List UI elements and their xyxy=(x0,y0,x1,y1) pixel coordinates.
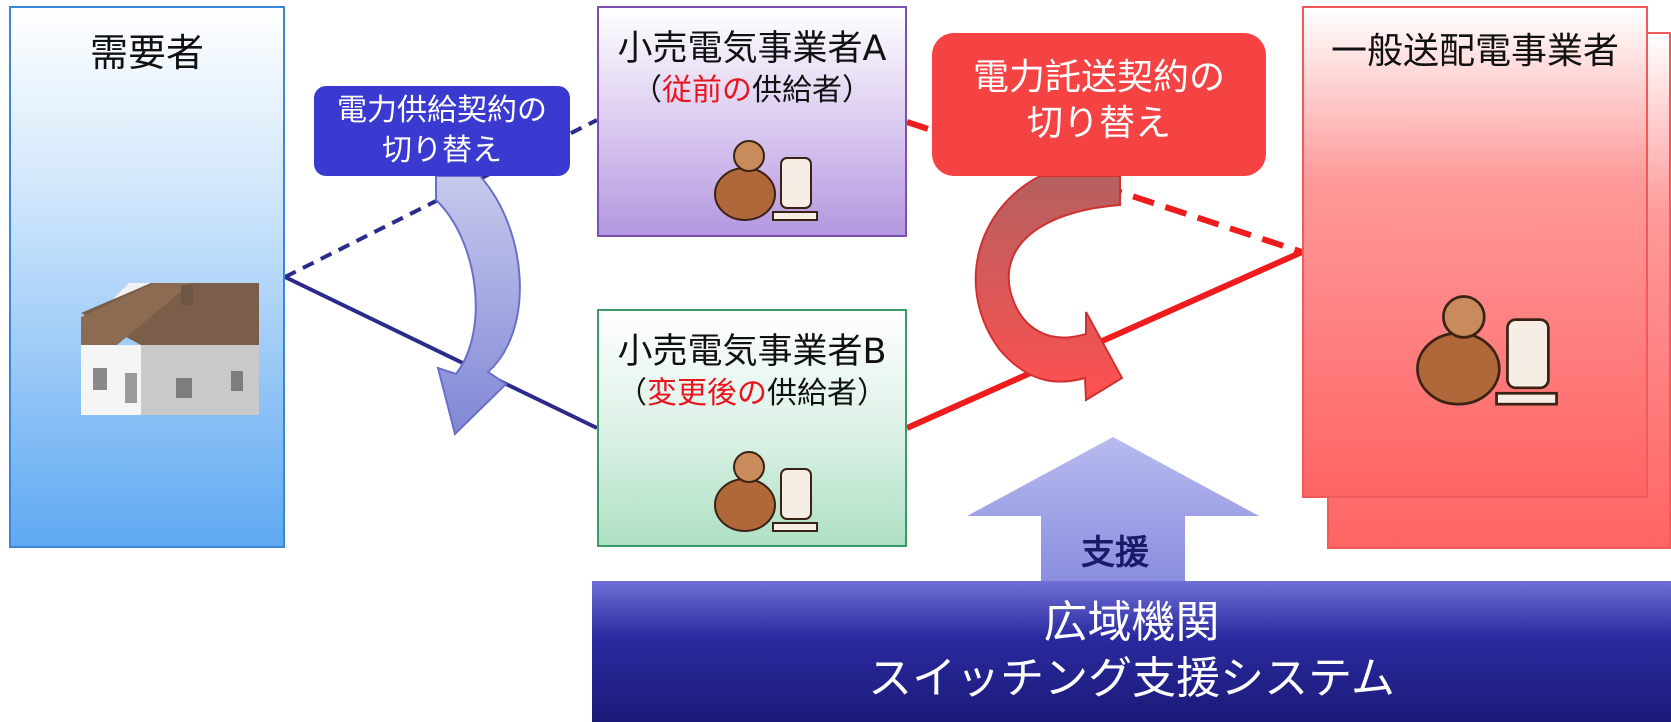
supply-switch-line2: 切り替え xyxy=(382,133,502,168)
wheeling-switch-line1: 電力託送契約の xyxy=(972,57,1225,98)
new-wheeling-contract-line xyxy=(905,249,1304,431)
retailer-b-new-label: 変更後の xyxy=(647,376,767,411)
retailer-b-name: 小売電気事業者B xyxy=(617,332,887,372)
system-line2: スイッチング支援システム xyxy=(868,653,1395,704)
new-supply-contract-line xyxy=(284,275,598,430)
supply-switch-arrow xyxy=(435,175,521,436)
wheeling-switch-arrow xyxy=(974,175,1124,402)
support-label: 支援 xyxy=(1081,533,1149,573)
operator-person-icon xyxy=(714,140,818,221)
operator-person-icon xyxy=(714,451,818,532)
wheeling-switch-line2: 切り替え xyxy=(1026,103,1171,144)
system-line1: 広域機関 xyxy=(1043,597,1220,648)
support-up-arrow xyxy=(967,437,1259,581)
paren-open: （ xyxy=(632,73,662,108)
distributor-title: 一般送配電事業者 xyxy=(1330,31,1619,72)
house-icon xyxy=(81,283,259,415)
supply-contract-switch-label: 電力供給契約の 切り替え xyxy=(314,86,570,176)
retailer-a-box: 小売電気事業者A （従前の供給者） xyxy=(597,6,907,237)
retailer-b-supplier-label: 供給者） xyxy=(767,376,887,411)
paren-open: （ xyxy=(617,376,647,411)
switching-support-system-bar: 広域機関 スイッチング支援システム xyxy=(592,581,1671,722)
operator-person-icon xyxy=(1416,295,1558,406)
retailer-b-box: 小売電気事業者B （変更後の供給者） xyxy=(597,309,907,547)
supply-switch-line1: 電力供給契約の xyxy=(337,93,547,128)
retailer-a-name: 小売電気事業者A xyxy=(617,29,887,69)
wheeling-contract-switch-label: 電力託送契約の 切り替え xyxy=(932,33,1266,176)
retailer-b-subtitle: （変更後の供給者） xyxy=(599,368,905,412)
retailer-a-supplier-label: 供給者） xyxy=(752,73,872,108)
consumer-title: 需要者 xyxy=(89,31,204,75)
distributor-box: 一般送配電事業者 xyxy=(1302,6,1648,498)
retailer-a-subtitle: （従前の供給者） xyxy=(599,65,905,109)
consumer-box: 需要者 xyxy=(9,6,285,548)
retailer-a-former-label: 従前の xyxy=(662,73,752,108)
